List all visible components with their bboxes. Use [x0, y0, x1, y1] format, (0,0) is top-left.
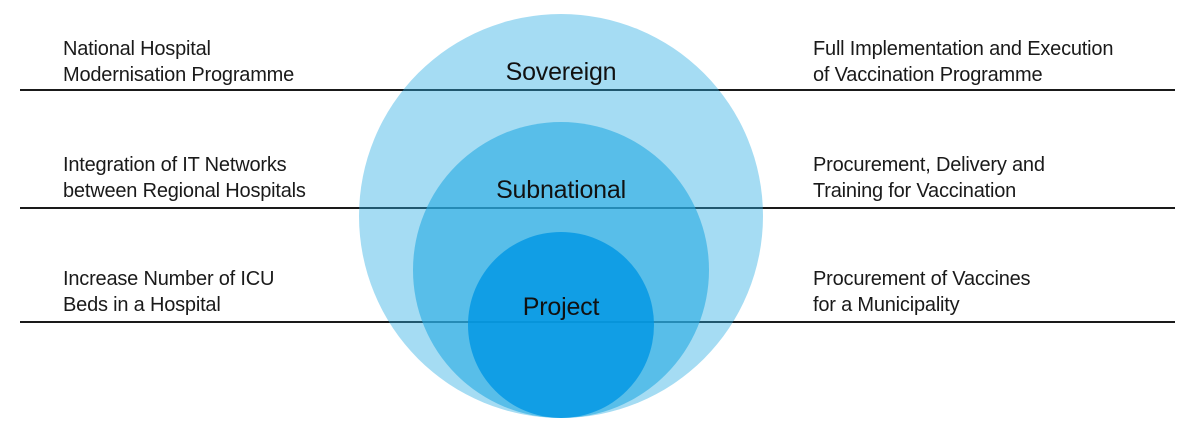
sovereign-left-example: National Hospital Modernisation Programm… [63, 38, 295, 86]
project-circle [468, 232, 654, 418]
subnational-right-example: Procurement, Delivery and Training for V… [813, 154, 1045, 202]
project-right-example: Procurement of Vaccines for a Municipali… [813, 268, 1031, 316]
project-left-example: Increase Number of ICU Beds in a Hospita… [63, 268, 275, 316]
subnational-label: Subnational [496, 176, 626, 204]
sovereign-label: Sovereign [505, 58, 617, 86]
project-label: Project [522, 293, 600, 321]
subnational-left-example: Integration of IT Networks between Regio… [63, 154, 306, 202]
sovereign-right-example: Full Implementation and Execution of Vac… [813, 38, 1114, 86]
divider-line-sovereign [20, 89, 1175, 91]
